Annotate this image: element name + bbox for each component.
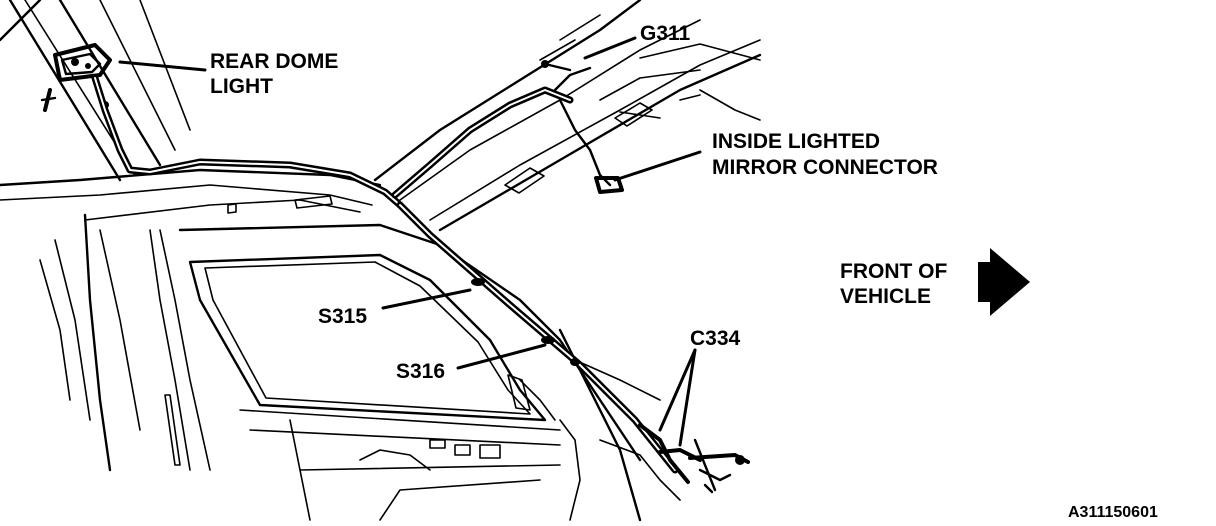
right-arrow-icon — [978, 248, 1030, 316]
figure-id: A311150601 — [1068, 504, 1158, 521]
g311-label: G311 — [640, 22, 691, 45]
rear-dome-light-label-line2: LIGHT — [210, 75, 273, 98]
vehicle-body — [0, 0, 762, 522]
c334-label: C334 — [690, 327, 741, 350]
front-of-vehicle-label-line2: VEHICLE — [840, 285, 931, 308]
callout-labels: REAR DOME LIGHT G311 INSIDE LIGHTED MIRR… — [210, 22, 1158, 521]
s316-label: S316 — [396, 360, 445, 383]
wiring-harness — [91, 60, 750, 494]
rear-dome-light — [40, 43, 112, 112]
s315-label: S315 — [318, 305, 367, 328]
leader-lines — [118, 36, 702, 447]
inside-mirror-label-line2: MIRROR CONNECTOR — [712, 156, 938, 179]
inside-mirror-label-line1: INSIDE LIGHTED — [712, 130, 880, 153]
front-of-vehicle-label-line1: FRONT OF — [840, 260, 947, 283]
rear-dome-light-label-line1: REAR DOME — [210, 50, 338, 73]
